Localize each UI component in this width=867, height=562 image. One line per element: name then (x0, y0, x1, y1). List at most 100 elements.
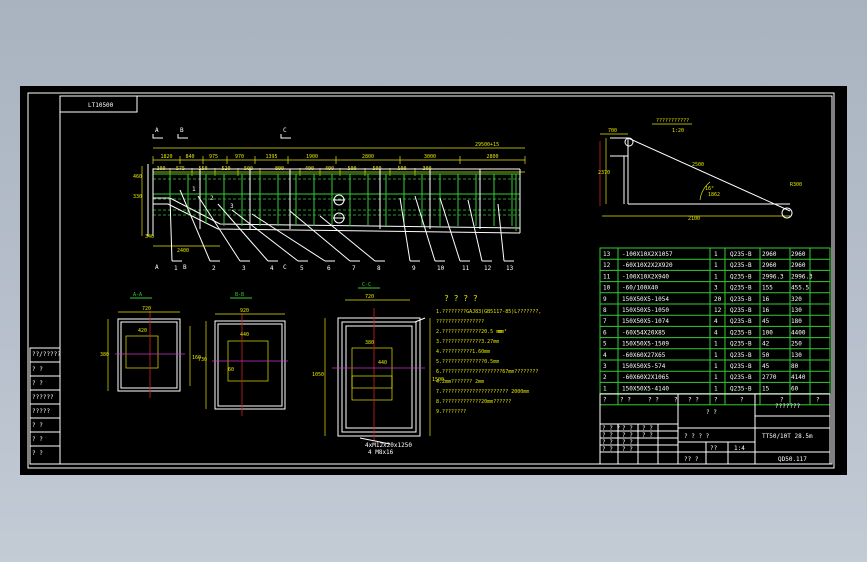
bom-cell-name: 150X50X5-4140 (622, 385, 669, 392)
bom-cell-no: 10 (603, 285, 611, 292)
bom-cell-no: 2 (603, 374, 607, 381)
bom-cell-qty: 1 (714, 251, 718, 258)
bom-cell-w2: 250 (791, 341, 802, 348)
inline-label: 2 (210, 195, 214, 202)
bom-cell-w1: 45 (762, 363, 770, 370)
part-callout: 6 (327, 265, 331, 272)
bom-cell-qty: 4 (714, 329, 718, 336)
bom-cell-qty: 1 (714, 352, 718, 359)
bb-dim: 440 (240, 332, 249, 338)
crane-model: TT50/10T 28.5m (762, 433, 813, 440)
note-line: 2.?????????????20.5 mm (436, 329, 502, 335)
bom-cell-name: -100X10X2X1057 (622, 251, 673, 258)
aa-dim: 720 (142, 306, 151, 312)
note-line: 1.????????GAJ83(GB5117-85)L???????, (436, 309, 541, 315)
cc-dim: 380 (365, 340, 374, 346)
part-callout: 10 (437, 265, 445, 272)
side-scale: 1:20 (672, 128, 684, 134)
dim-top-label: 1900 (306, 154, 318, 160)
bom-cell-mat: Q235-B (730, 307, 752, 314)
bom-cell-w2: 4140 (791, 374, 806, 381)
note-line: 7.?????????????????????? 2000mm (436, 389, 529, 395)
side-angle: 16° (705, 186, 714, 192)
technical-notes: ? ? ? ? 1.????????GAJ83(GB5117-85)L?????… (436, 294, 541, 415)
section-mark-a: A (155, 127, 159, 134)
dim-top-label: 3000 (424, 154, 436, 160)
bom-cell-w1: 2960 (762, 262, 777, 269)
bom-cell-w1: 45 (762, 318, 770, 325)
note-line: 4.??????????1.60mm (436, 349, 490, 355)
dim-top-label: 970 (235, 154, 244, 160)
part-callout: 2 (212, 265, 216, 272)
bom-cell-qty: 20 (714, 296, 722, 303)
bom-cell-w2: 2960 (791, 262, 806, 269)
tb-cell: ? ? (622, 439, 633, 446)
cc-dim: 1050 (312, 372, 324, 378)
title-block: ? ? ??????? TT50/10T 28.5m QD50.117 ? ? … (599, 393, 831, 465)
cc-note: 4xM12x20x1250 (365, 442, 412, 449)
left-frame-label: ? ? (32, 450, 43, 457)
cad-viewport[interactable]: LT10500 ??/????? ? ? ? ? ?????? ????? ? … (20, 86, 847, 475)
bom-cell-w1: 50 (762, 352, 770, 359)
bom-header-cell: ? (603, 397, 607, 404)
tb-cell: ? ? (622, 446, 633, 453)
frame-outer (27, 92, 835, 469)
dim-top-label: 2800 (362, 154, 374, 160)
bom-cell-w2: 320 (791, 296, 802, 303)
frame-inner (59, 95, 833, 465)
total-length-dim: 29500+15 (475, 142, 499, 148)
tb-cell: ? ? (622, 425, 633, 432)
bom-cell-w2: 455.5 (791, 285, 809, 292)
bom-cell-no: 13 (603, 251, 611, 258)
side-elevation: ??????????? 1:20 700 2370 2500 1862 2100… (598, 118, 802, 222)
aa-dim: 380 (100, 352, 109, 358)
bom-header-cell: ? (740, 397, 744, 404)
bom-cell-w2: 4400 (791, 329, 806, 336)
part-callout: 9 (412, 265, 416, 272)
bom-cell-name: -60X60X27X65 (622, 352, 666, 359)
bom-cell-w2: 130 (791, 352, 802, 359)
side-dim: 1862 (708, 192, 720, 198)
bom-cell-mat: Q235-B (730, 273, 752, 280)
bb-dim: 60 (228, 367, 234, 373)
bom-cell-no: 3 (603, 363, 607, 370)
bom-cell-mat: Q235-B (730, 251, 752, 258)
left-dim: 460 (133, 174, 142, 180)
left-frame-label: ?????? (32, 394, 54, 401)
left-frame-label: ??/????? (32, 351, 61, 358)
bom-cell-name: -60/100X40 (622, 285, 659, 292)
scale-label: ? ? ? ? (684, 433, 710, 440)
bom-cell-no: 11 (603, 273, 611, 280)
note-extra: mm²⁠ (498, 329, 507, 335)
view-label-aa: A-A (133, 292, 142, 298)
part-callout: 13 (506, 265, 514, 272)
bom-cell-w1: 155 (762, 285, 773, 292)
bom-cell-mat: Q235-B (730, 363, 752, 370)
bom-header-cell: ? (674, 397, 678, 404)
bom-cell-mat: Q235-B (730, 374, 752, 381)
company-name: ??????? (775, 403, 801, 410)
bom-cell-name: -60X54X20X85 (622, 329, 666, 336)
bom-cell-qty: 1 (714, 341, 718, 348)
bom-cell-w1: 100 (762, 329, 773, 336)
bom-cell-name: -60X10X2X2X920 (622, 262, 673, 269)
part-callout: 12 (484, 265, 492, 272)
left-frame-label: ????? (32, 408, 50, 415)
bom-cell-no: 7 (603, 318, 607, 325)
part-callout: 8 (377, 265, 381, 272)
left-frame-label: ? ? (32, 436, 43, 443)
title-code: LT10500 (88, 102, 114, 109)
section-mark-c-bottom: C (283, 264, 287, 271)
part-callout: 3 (242, 265, 246, 272)
bom-cell-name: -60X60X2X1065 (622, 374, 669, 381)
side-dim: 2370 (598, 170, 610, 176)
tb-cell: ? ? (622, 432, 633, 439)
note-line: 5.??????????????0.5mm (436, 359, 499, 365)
section-view-aa: A-A 720 420 380 160 (100, 292, 201, 398)
view-label-bb: B-B (235, 292, 244, 298)
notes-title: ? ? ? ? (444, 294, 478, 303)
bom-cell-mat: Q235-B (730, 296, 752, 303)
bom-cell-name: 150X50X5-1509 (622, 341, 669, 348)
inline-label: 1 (192, 186, 196, 193)
